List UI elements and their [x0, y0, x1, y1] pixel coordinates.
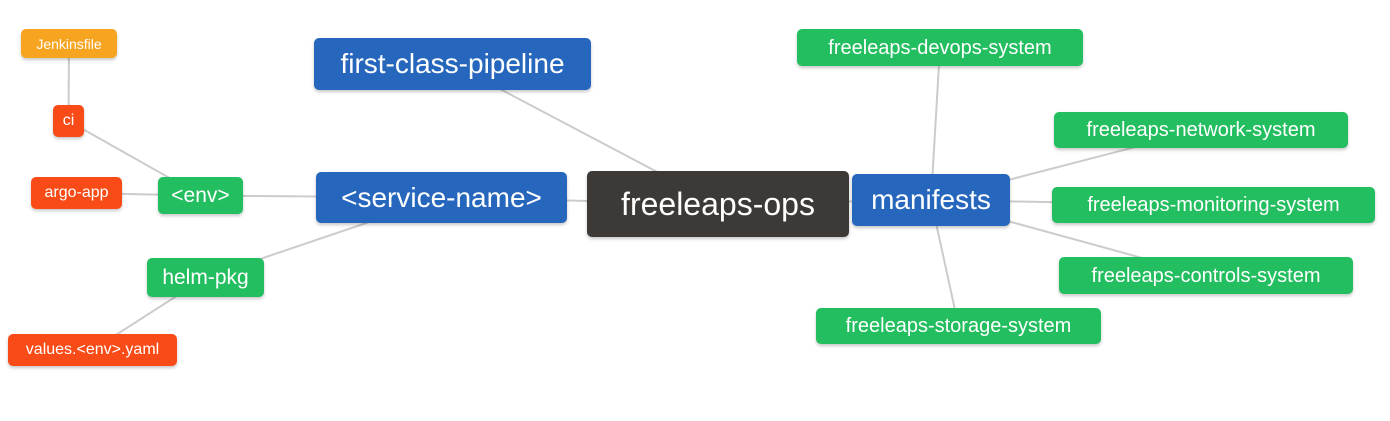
- node-freeleaps-monitoring-system: freeleaps-monitoring-system: [1052, 187, 1375, 223]
- node-service-name: <service-name>: [316, 172, 567, 223]
- node-ci: ci: [53, 105, 84, 137]
- node-jenkinsfile: Jenkinsfile: [21, 29, 117, 58]
- node-argo-app: argo-app: [31, 177, 122, 209]
- node-first-class-pipeline: first-class-pipeline: [314, 38, 591, 90]
- node-freeleaps-ops-root: freeleaps-ops: [587, 171, 849, 237]
- node-env: <env>: [158, 177, 243, 214]
- node-helm-pkg: helm-pkg: [147, 258, 264, 297]
- node-freeleaps-storage-system: freeleaps-storage-system: [816, 308, 1101, 344]
- node-freeleaps-controls-system: freeleaps-controls-system: [1059, 257, 1353, 294]
- node-freeleaps-devops-system: freeleaps-devops-system: [797, 29, 1083, 66]
- node-values-env-yaml: values.<env>.yaml: [8, 334, 177, 366]
- node-freeleaps-network-system: freeleaps-network-system: [1054, 112, 1348, 148]
- node-manifests: manifests: [852, 174, 1010, 226]
